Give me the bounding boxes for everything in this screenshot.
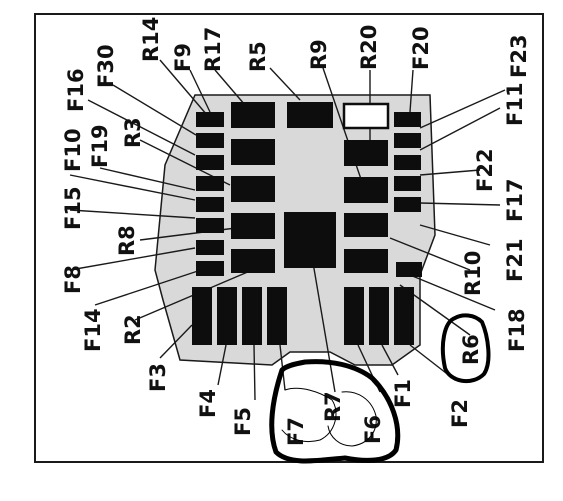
label-f4: F4 [196,389,220,418]
marker-sketch-inner [281,387,337,443]
maxi-fuse-slot [242,287,262,345]
label-f17: F17 [503,178,527,222]
component-labels: R14 F9 R17 R5 R9 R20 F20 F23 F30 F16 R3 … [61,17,531,446]
label-r14: R14 [139,17,163,62]
fuse-slot [196,197,224,212]
relay-slot [344,140,388,166]
marker-circle-f7-r7-f6 [269,359,401,464]
relay-slot [231,213,275,239]
fuse-slot [394,155,421,170]
label-f10: F10 [61,128,85,172]
label-f15: F15 [61,186,85,230]
fuse-slot [196,155,224,170]
label-r20: R20 [357,25,381,70]
relay-slot [231,139,275,165]
label-f3: F3 [146,363,170,392]
relay-slot [344,249,388,273]
maxi-fuse-slot [192,287,212,345]
maxi-fuse-slot [217,287,237,345]
relay-slot-empty [342,102,390,130]
label-f6: F6 [361,415,385,444]
fuse-slot [196,261,224,276]
label-r5: R5 [246,41,270,72]
label-f9: F9 [171,43,195,72]
fuse-components [192,102,422,345]
marker-circle-r6 [440,313,491,384]
label-f21: F21 [503,238,527,282]
label-r2: R2 [121,314,145,345]
maxi-fuse-slot [267,287,287,345]
label-r9: R9 [307,39,331,70]
relay-slot [231,176,275,202]
relay-slot [231,102,275,128]
fuse-slot [394,176,421,191]
fuse-slot [394,112,421,127]
fuse-slot [196,240,224,255]
marker-sketch-inner [327,391,377,447]
label-r6: R6 [459,334,483,365]
label-f16: F16 [64,68,88,112]
relay-slot [287,102,333,128]
label-r8: R8 [115,225,139,256]
fuse-slot [196,176,224,191]
fuse-slot [394,133,421,148]
label-f30: F30 [94,44,118,88]
label-f19: F19 [88,124,112,168]
label-f18: F18 [505,308,529,352]
fuse-slot [396,262,422,277]
label-f23: F23 [507,34,531,78]
fuse-slot [196,218,224,233]
label-f8: F8 [61,265,85,294]
label-f14: F14 [81,308,105,352]
fuse-slot [394,197,421,212]
relay-slot [231,249,275,273]
hand-drawn-markers [269,313,491,464]
label-f20: F20 [409,26,433,70]
label-f1: F1 [391,379,415,408]
relay-slot [284,212,336,268]
maxi-fuse-slot [369,287,389,345]
fuse-slot [196,133,224,148]
fuse-slot [196,112,224,127]
relay-slot [344,213,388,237]
label-f11: F11 [503,82,527,126]
maxi-fuse-slot [394,287,414,345]
relay-slot [344,177,388,203]
label-f5: F5 [231,407,255,436]
label-f2: F2 [448,399,472,428]
maxi-fuse-slot [344,287,364,345]
label-r3: R3 [121,117,145,148]
label-r10: R10 [461,251,485,296]
label-r17: R17 [201,27,225,72]
label-f22: F22 [473,148,497,192]
